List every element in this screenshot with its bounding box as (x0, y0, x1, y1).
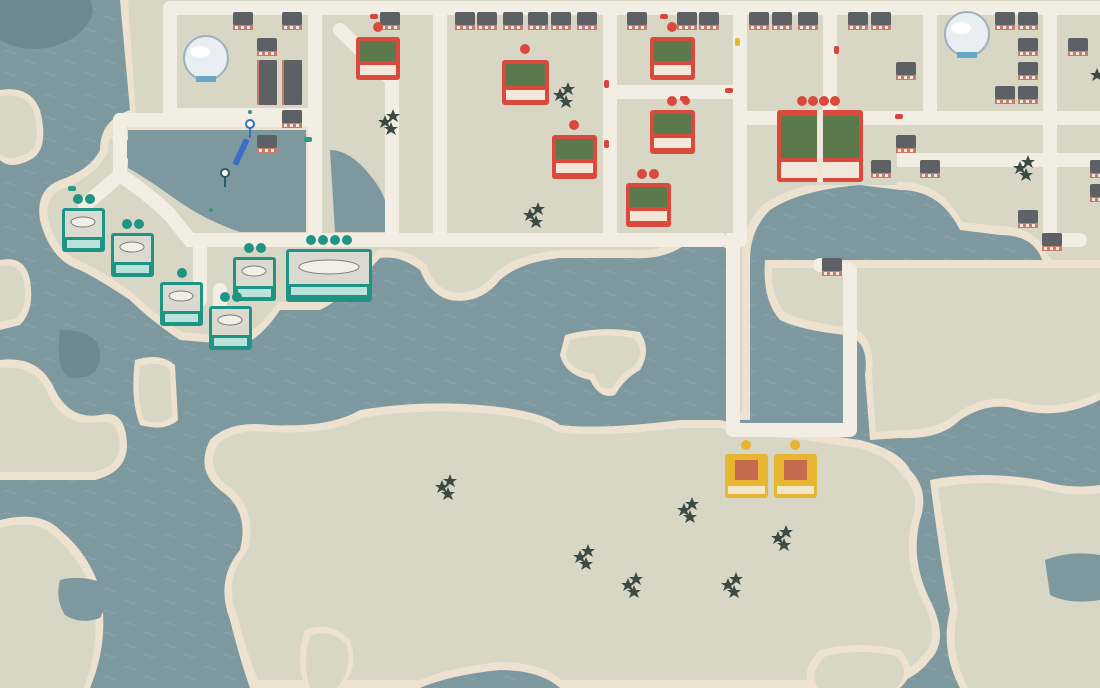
house (627, 12, 647, 30)
car (725, 88, 733, 93)
car (370, 14, 378, 19)
house (233, 12, 253, 30)
land-southwest (0, 516, 354, 688)
road-segment (113, 168, 727, 247)
house (749, 12, 769, 30)
house (551, 12, 571, 30)
island-small (138, 363, 172, 423)
water-inlet-east (330, 150, 388, 232)
house (1090, 184, 1100, 202)
yellow-building[interactable] (774, 454, 817, 498)
deep-water-patch (58, 330, 100, 379)
house (1042, 233, 1062, 251)
car (895, 114, 903, 119)
red-building[interactable] (650, 110, 695, 154)
red-building[interactable] (650, 37, 695, 80)
house (798, 12, 818, 30)
house (503, 12, 523, 30)
house (1018, 62, 1038, 80)
house (871, 160, 891, 178)
car (680, 96, 688, 101)
car (604, 140, 609, 148)
car (68, 186, 76, 191)
land-west (0, 89, 127, 480)
house (577, 12, 597, 30)
teal-building[interactable] (160, 282, 203, 326)
teal-building[interactable] (111, 233, 154, 277)
house (896, 62, 916, 80)
water-tower[interactable] (183, 35, 229, 82)
yellow-demand-pins (741, 440, 800, 450)
red-building[interactable] (626, 183, 671, 227)
yellow-building[interactable] (725, 454, 768, 498)
car (834, 46, 839, 54)
red-building[interactable] (502, 60, 549, 105)
house (822, 258, 842, 276)
teal-building[interactable] (209, 306, 252, 350)
house (1018, 86, 1038, 104)
house (528, 12, 548, 30)
teal-buildings[interactable] (62, 208, 372, 350)
car (735, 38, 740, 46)
house (699, 12, 719, 30)
yellow-buildings[interactable] (725, 454, 817, 498)
car (304, 137, 312, 142)
island-central (566, 335, 640, 389)
house (1090, 160, 1100, 178)
teal-building[interactable] (62, 208, 105, 252)
deep-water-patch (0, 0, 93, 49)
house (995, 12, 1015, 30)
house (1018, 38, 1038, 56)
house (257, 38, 277, 56)
house (1018, 12, 1038, 30)
house (257, 135, 277, 153)
land-southeast (806, 475, 1100, 688)
house (995, 86, 1015, 104)
house (1018, 210, 1038, 228)
red-building-large[interactable] (777, 110, 863, 182)
cars (68, 14, 903, 191)
teal-building[interactable] (233, 257, 276, 301)
teal-building-large[interactable] (286, 249, 372, 302)
house (282, 110, 302, 128)
house (772, 12, 792, 30)
teal-demand-pins (73, 194, 352, 302)
house (477, 12, 497, 30)
house-vertical (257, 60, 302, 105)
house (848, 12, 868, 30)
house (896, 135, 916, 153)
red-buildings[interactable] (356, 37, 863, 227)
car (660, 14, 668, 19)
red-building[interactable] (356, 37, 400, 80)
water-tower[interactable] (944, 11, 990, 58)
house (282, 12, 302, 30)
house (380, 12, 400, 30)
house (871, 12, 891, 30)
water-inlet-north (128, 128, 308, 232)
house (455, 12, 475, 30)
house (920, 160, 940, 178)
red-building[interactable] (552, 135, 597, 179)
house (677, 12, 697, 30)
boat-selection[interactable] (209, 110, 255, 212)
house (1068, 38, 1088, 56)
car (604, 80, 609, 88)
